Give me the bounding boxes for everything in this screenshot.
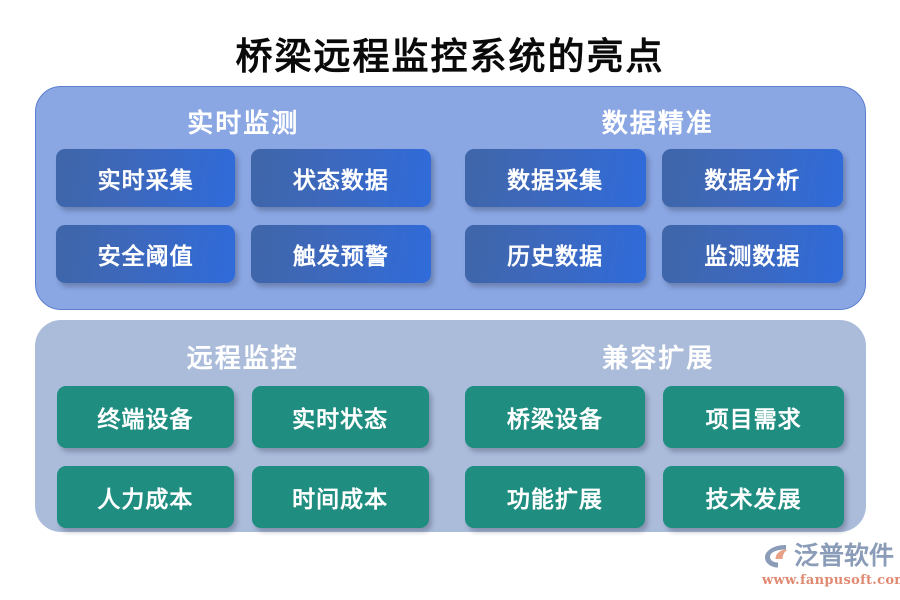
group-title-realtime-monitoring: 实时监测 [187,109,300,139]
cell-safety-threshold[interactable]: 安全阈值 [56,225,236,283]
cell-historical-data[interactable]: 历史数据 [464,225,646,283]
cell-grid-data-accuracy: 数据采集 数据分析 历史数据 监测数据 [451,149,866,283]
brand-logo: 泛普软件 www.fanpusoft.com [762,540,900,590]
group-compatibility-expansion: 兼容扩展 桥梁设备 项目需求 功能扩展 技术发展 [451,320,867,532]
group-data-accuracy: 数据精准 数据采集 数据分析 历史数据 监测数据 [451,87,866,309]
panel-remote-compatibility: 远程监控 终端设备 实时状态 人力成本 时间成本 兼容扩展 桥梁设备 项目需求 … [35,320,866,532]
page-title: 桥梁远程监控系统的亮点 [235,34,665,78]
fanpu-swoosh-icon [762,542,790,570]
panel-realtime-data: 实时监测 实时采集 状态数据 安全阈值 触发预警 数据精准 数据采集 数据分析 … [35,86,866,310]
cell-data-collection[interactable]: 数据采集 [464,149,646,207]
group-title-compatibility-expansion: 兼容扩展 [602,344,715,374]
brand-logo-row: 泛普软件 [762,540,895,572]
cell-terminal-device[interactable]: 终端设备 [57,386,234,448]
cell-technology-development[interactable]: 技术发展 [663,466,844,528]
cell-labor-cost[interactable]: 人力成本 [57,466,234,528]
cell-bridge-equipment[interactable]: 桥梁设备 [464,386,646,448]
cell-data-analysis[interactable]: 数据分析 [661,149,843,207]
cell-realtime-collection[interactable]: 实时采集 [56,149,236,207]
cell-monitoring-data[interactable]: 监测数据 [661,225,843,283]
group-title-data-accuracy: 数据精准 [601,109,714,139]
cell-function-expansion[interactable]: 功能扩展 [464,466,646,528]
brand-name: 泛普软件 [794,541,895,570]
cell-grid-compatibility-expansion: 桥梁设备 项目需求 功能扩展 技术发展 [451,386,867,528]
cell-grid-remote-monitoring: 终端设备 实时状态 人力成本 时间成本 [35,386,451,528]
cell-status-data[interactable]: 状态数据 [251,149,431,207]
cell-time-cost[interactable]: 时间成本 [251,466,429,528]
cell-project-requirements[interactable]: 项目需求 [663,386,844,448]
cell-trigger-alert[interactable]: 触发预警 [251,225,431,283]
group-title-remote-monitoring: 远程监控 [186,344,299,374]
cell-realtime-status[interactable]: 实时状态 [251,386,429,448]
group-remote-monitoring: 远程监控 终端设备 实时状态 人力成本 时间成本 [35,320,451,532]
brand-url: www.fanpusoft.com [762,573,900,588]
cell-grid-realtime-monitoring: 实时采集 状态数据 安全阈值 触发预警 [36,149,451,283]
group-realtime-monitoring: 实时监测 实时采集 状态数据 安全阈值 触发预警 [36,87,451,309]
